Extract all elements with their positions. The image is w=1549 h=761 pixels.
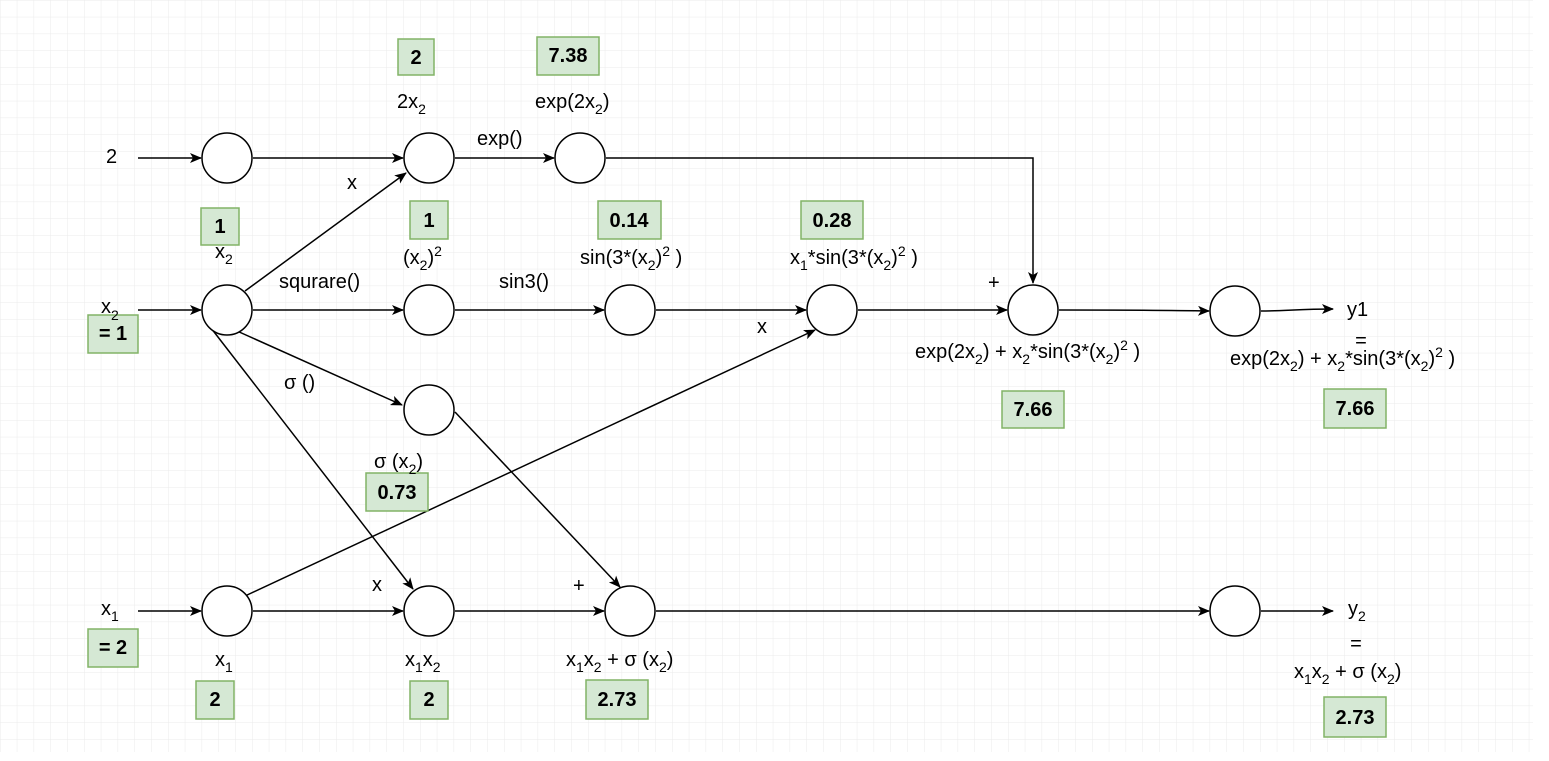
edge-x2-to-sigmoid xyxy=(236,330,403,406)
output-y2-name: y2 xyxy=(1348,598,1366,624)
value-box-y2 xyxy=(1323,696,1387,738)
output-y1-formula: exp(2x2) + x2*sin(3*(x2)2 ) xyxy=(1230,344,1455,374)
op-mul-bottom: x xyxy=(372,574,382,596)
value-y2: 2.73 xyxy=(1336,707,1375,729)
input-x1-label: x1 xyxy=(101,598,119,624)
input-const-2: 2 xyxy=(106,146,117,168)
value-x1x2: 2 xyxy=(423,689,434,711)
label-x1-sin: x1*sin(3*(x2)2 ) xyxy=(790,243,918,273)
value-box-mul xyxy=(800,200,864,240)
edge-sigmoid-to-sum-bottom xyxy=(454,411,621,588)
value-2x2: 2 xyxy=(410,47,421,69)
value-x2-input: = 1 xyxy=(99,323,127,345)
value-box-x1-input xyxy=(87,628,139,668)
value-box-x2-node xyxy=(200,207,240,246)
node-out-y1 xyxy=(1209,285,1261,337)
op-exp: exp() xyxy=(477,128,523,150)
edge-exp-to-sum-top xyxy=(606,157,1038,284)
op-sigmoid: σ () xyxy=(284,372,315,394)
node-exp xyxy=(554,132,606,184)
label-2x2: 2x2 xyxy=(397,91,426,117)
node-sum-top xyxy=(1007,284,1059,336)
value-box-2x2 xyxy=(397,38,435,76)
node-x2 xyxy=(201,284,253,336)
operation-labels: x exp() squrare() sin3() σ () x x + + xyxy=(279,128,1000,597)
grid-background xyxy=(0,0,1533,752)
value-box-x1-node xyxy=(195,680,235,720)
output-y2-equals: = xyxy=(1350,633,1362,655)
op-plus-top: + xyxy=(988,272,1000,294)
label-x1-node: x1 xyxy=(215,649,233,675)
edge-x2-to-2x2 xyxy=(244,172,407,292)
value-boxes: 2 7.38 1 1 0.14 0.28 0.73 7.66 7.66 = 1 … xyxy=(87,36,1387,738)
op-mul-top: x xyxy=(347,172,357,194)
value-y1: 7.66 xyxy=(1336,398,1375,420)
value-square: 1 xyxy=(423,210,434,232)
label-sigma-x2: σ (x2) xyxy=(374,451,423,477)
output-y1-equals: = xyxy=(1355,330,1367,352)
value-box-sum-bottom xyxy=(585,679,649,720)
edge-x1-to-mul xyxy=(244,329,816,597)
value-box-square xyxy=(409,200,449,240)
node-const-2 xyxy=(201,132,253,184)
node-out-y2 xyxy=(1209,585,1261,637)
node-sum-bottom xyxy=(604,585,656,637)
value-mul: 0.28 xyxy=(813,210,852,232)
value-box-y1 xyxy=(1323,388,1387,429)
edges xyxy=(138,153,1334,616)
value-sigmoid: 0.73 xyxy=(378,482,417,504)
output-y2-formula: x1x2 + σ (x2) xyxy=(1294,661,1401,687)
label-sum-bottom: x1x2 + σ (x2) xyxy=(566,649,673,675)
output-y1-name: y1 xyxy=(1347,299,1368,321)
nodes xyxy=(201,132,1261,637)
edge-y1-output xyxy=(1260,304,1334,315)
label-exp-2x2: exp(2x2) xyxy=(535,91,610,117)
node-x1x2 xyxy=(403,585,455,637)
edge-sum-top-to-out xyxy=(1058,305,1210,316)
value-sum-top: 7.66 xyxy=(1014,399,1053,421)
edge-x2-to-x1x2 xyxy=(210,327,414,590)
node-labels: 2x2 exp(2x2) x2 (x2)2 sin(3*(x2)2 ) x1*s… xyxy=(215,91,1140,675)
value-box-x2-input xyxy=(87,314,139,354)
label-sum-top: exp(2x2) + x2*sin(3*(x2)2 ) xyxy=(915,337,1140,367)
label-x2-node: x2 xyxy=(215,241,233,267)
value-x2-node: 1 xyxy=(214,216,225,238)
value-box-exp xyxy=(536,36,600,76)
input-labels: 2 x2 x1 xyxy=(101,146,119,624)
input-x2-label: x2 xyxy=(101,296,119,323)
node-sigmoid xyxy=(403,384,455,436)
op-mul-mid: x xyxy=(757,316,767,338)
value-box-sin xyxy=(597,200,662,240)
label-x1x2: x1x2 xyxy=(405,649,441,675)
op-square: squrare() xyxy=(279,271,360,293)
value-sin: 0.14 xyxy=(610,210,650,232)
output-labels: y1 = exp(2x2) + x2*sin(3*(x2)2 ) y2 = x1… xyxy=(1230,299,1455,687)
node-sin xyxy=(604,284,656,336)
value-box-x1x2 xyxy=(409,680,449,720)
value-box-sum-top xyxy=(1001,390,1065,429)
node-x1 xyxy=(201,585,253,637)
value-x1-node: 2 xyxy=(209,689,220,711)
label-sin-sq: sin(3*(x2)2 ) xyxy=(580,243,682,273)
value-sum-bottom: 2.73 xyxy=(598,689,637,711)
value-exp: 7.38 xyxy=(549,45,588,67)
value-box-sigmoid xyxy=(365,472,429,512)
op-plus-bottom: + xyxy=(573,575,585,597)
node-square xyxy=(403,284,455,336)
value-x1-input: = 2 xyxy=(99,637,127,659)
label-square: (x2)2 xyxy=(403,243,442,273)
op-sin3: sin3() xyxy=(499,271,549,293)
node-2x2 xyxy=(403,132,455,184)
node-mul xyxy=(806,284,858,336)
